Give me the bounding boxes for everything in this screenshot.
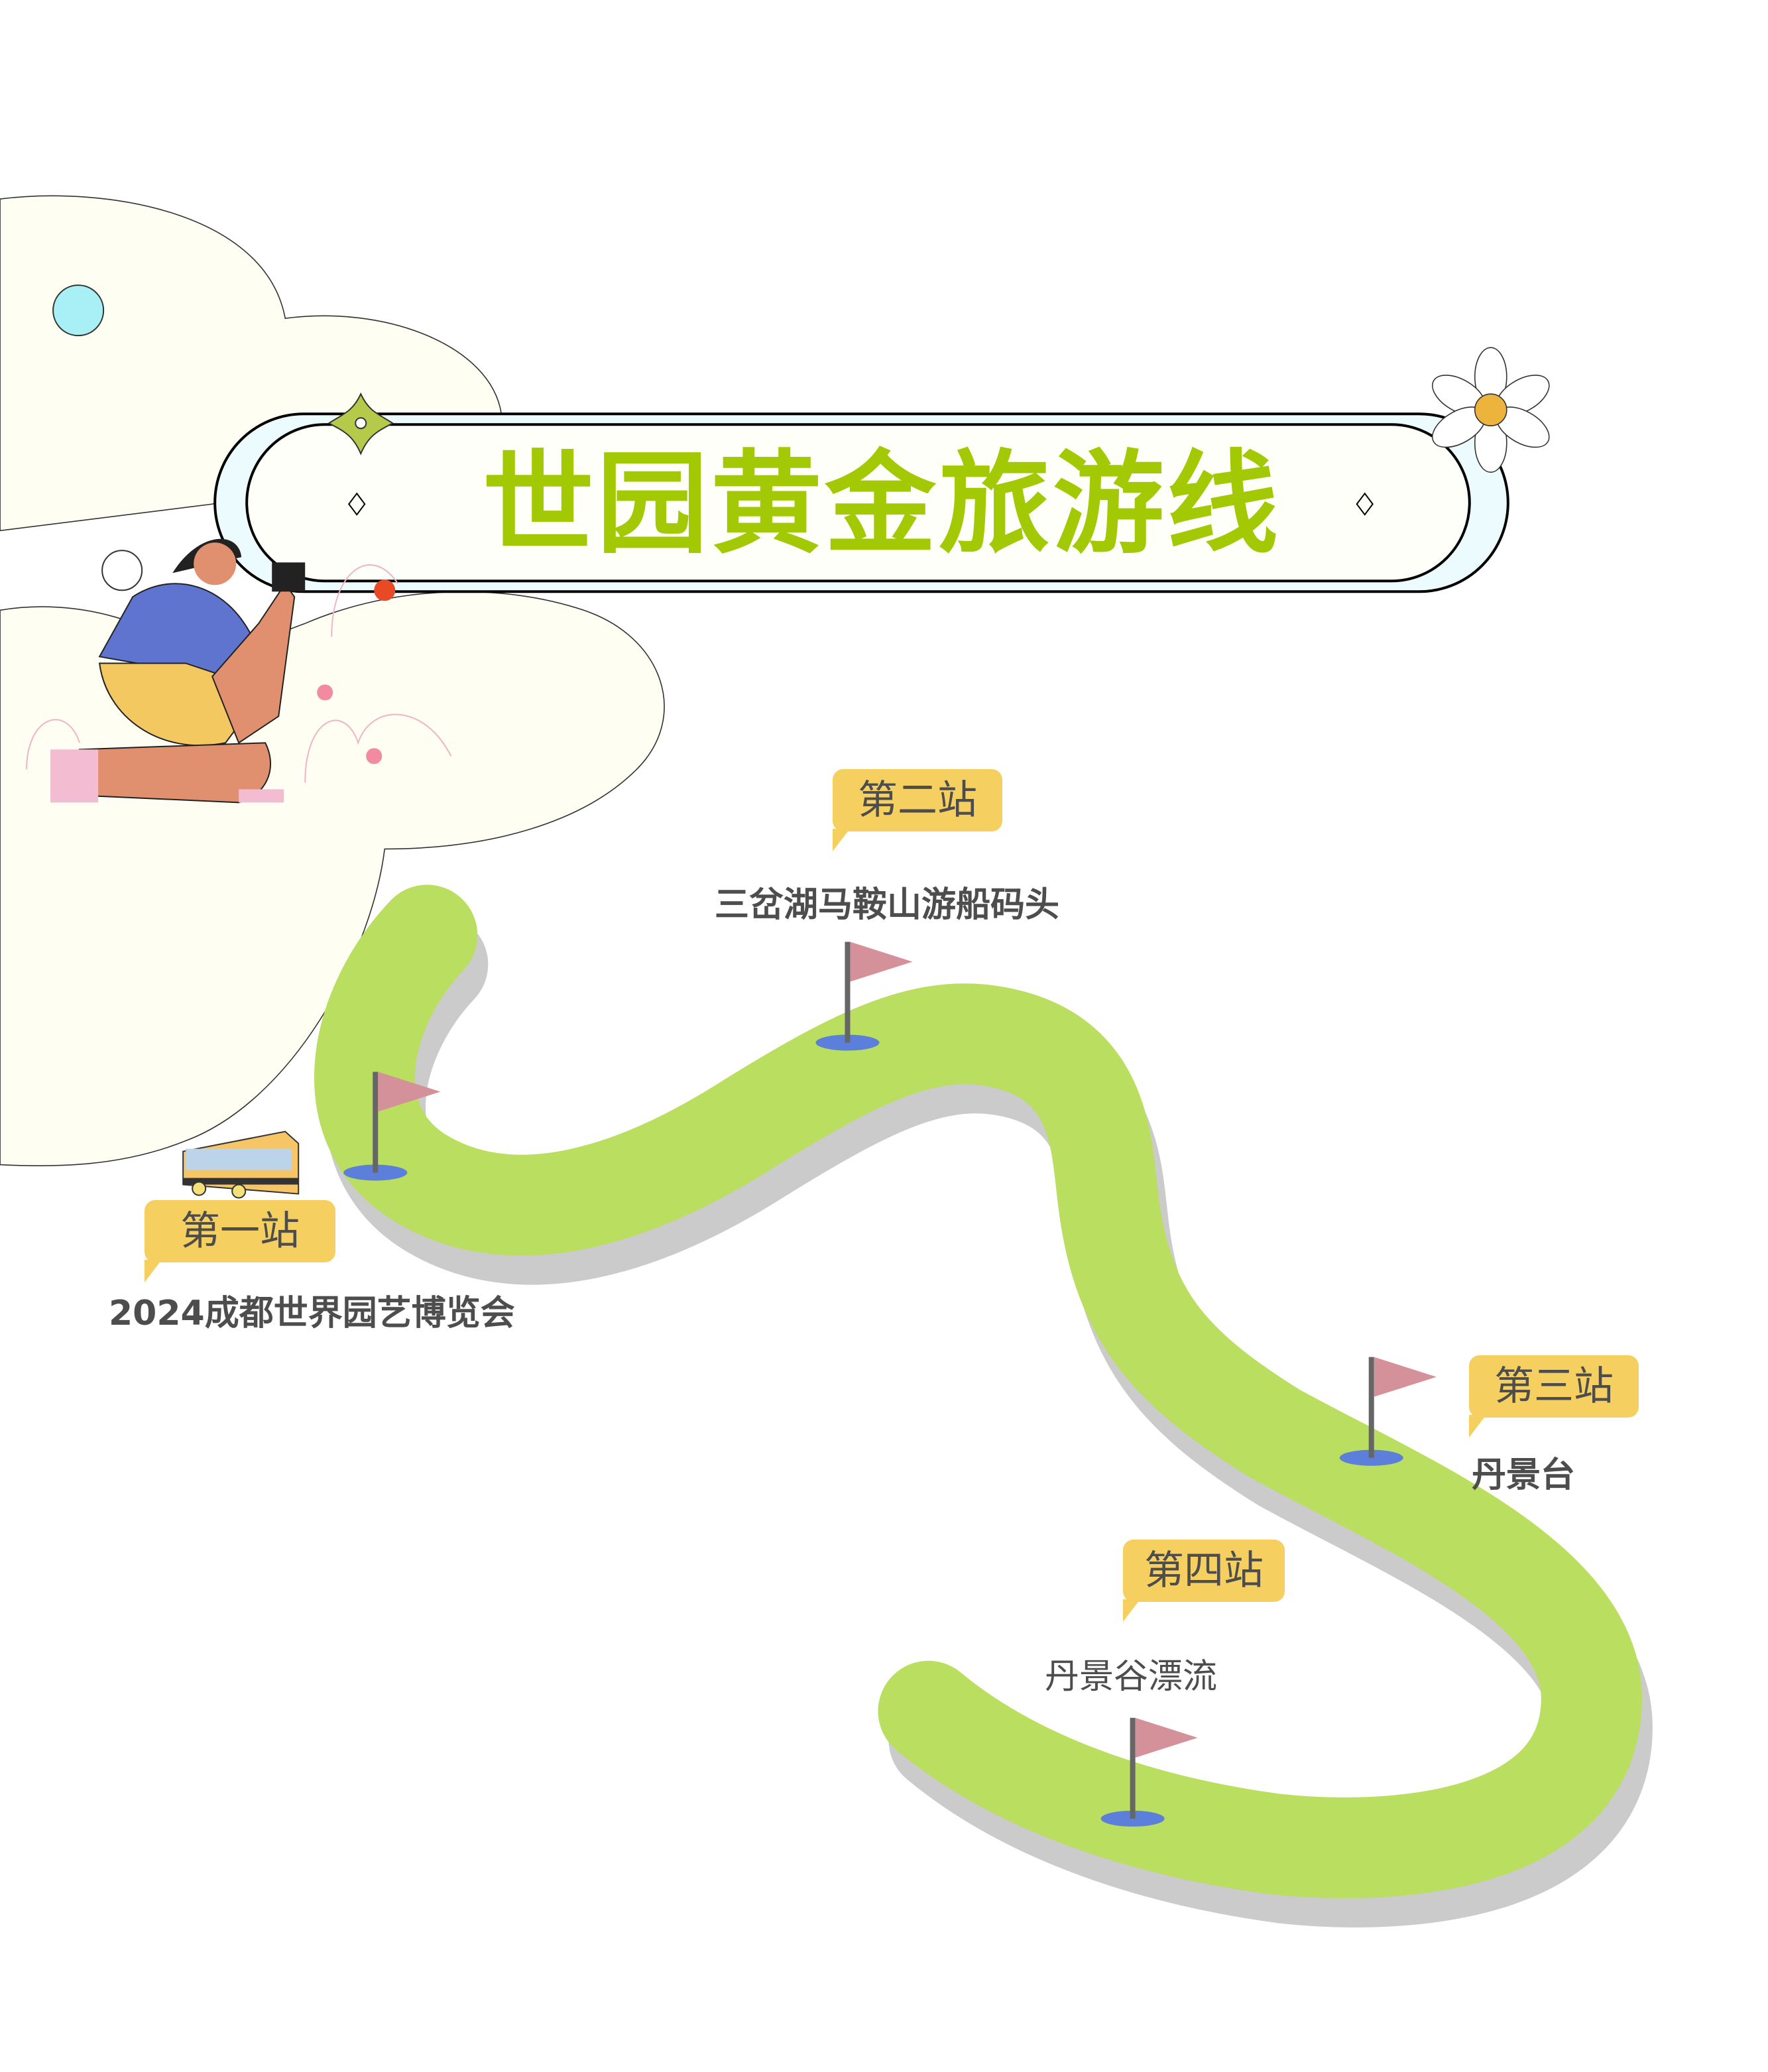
daisy-flower-icon: [1432, 347, 1550, 473]
station-place-4: 丹景谷漂流: [1045, 1657, 1218, 1697]
station-tag-3: 第三站: [1469, 1355, 1639, 1437]
page-title: 世园黄金旅游线: [483, 439, 1281, 569]
diamond-icon: [1356, 492, 1374, 516]
bus-icon: [182, 1130, 300, 1199]
station-flag-4: [1100, 1717, 1198, 1827]
title-banner: [213, 392, 1509, 593]
station-flag-1: [343, 1071, 441, 1181]
station-place-1: 2024成都世界园艺博览会: [109, 1294, 515, 1333]
station-flag-3: [1339, 1357, 1437, 1466]
station-tag-2: 第二站: [833, 769, 1002, 851]
station-place-3: 丹景台: [1472, 1455, 1576, 1495]
station-flag-2: [815, 942, 913, 1051]
bubble-icon: [101, 550, 143, 591]
bubble-icon: [52, 284, 105, 337]
station-tag-4: 第四站: [1123, 1540, 1285, 1622]
photographer-illustration: [26, 538, 452, 804]
route-road: [314, 884, 1653, 1927]
diamond-icon: [347, 492, 366, 516]
station-place-2: 三岔湖马鞍山游船码头: [715, 885, 1060, 925]
station-tag-1: 第一站: [145, 1200, 335, 1282]
